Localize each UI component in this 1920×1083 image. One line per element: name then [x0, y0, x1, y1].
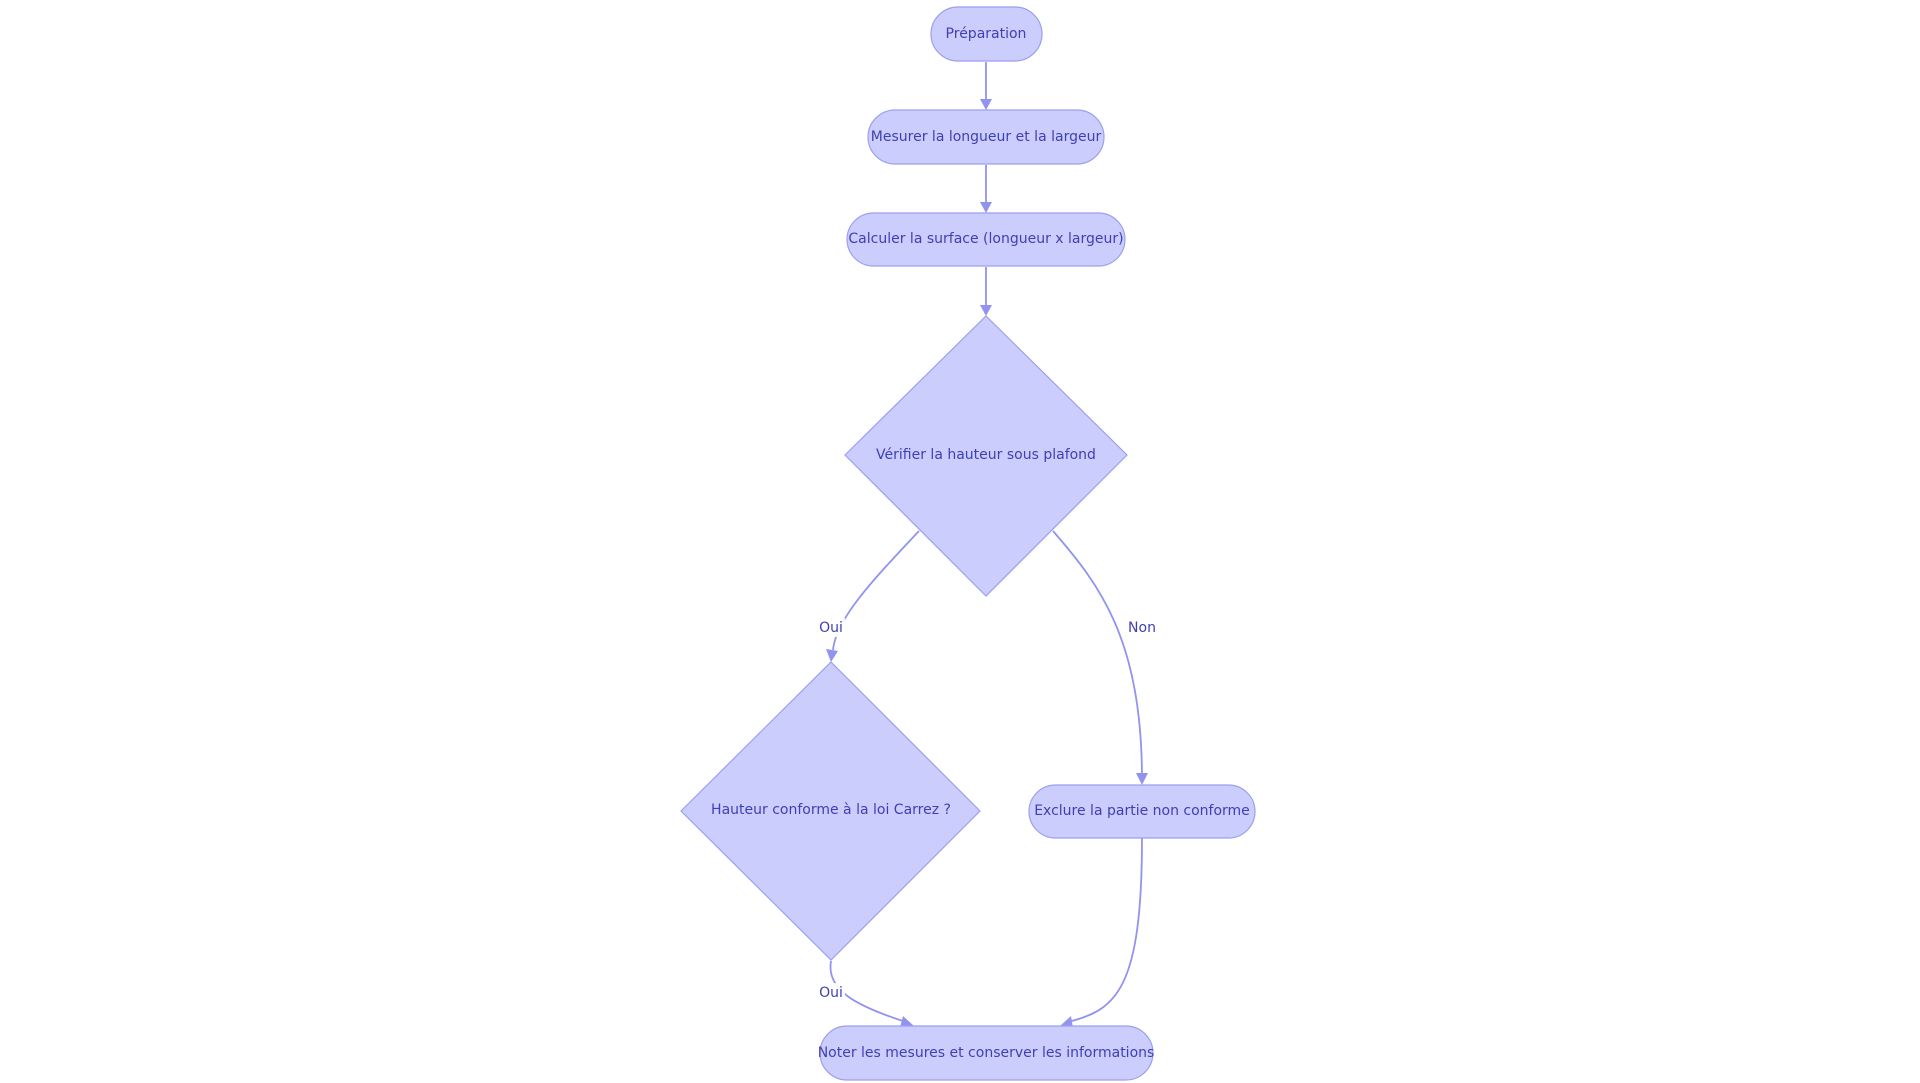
- arrow-head: [1136, 773, 1148, 785]
- node-record: Noter les mesures et conserver les infor…: [818, 1025, 1155, 1081]
- edge-compliant-to-record: [829, 960, 907, 1023]
- nodes: Préparation Mesurer la longueur et la la…: [680, 6, 1256, 1081]
- node-exclude: Exclure la partie non conforme: [1028, 784, 1256, 839]
- node-label: Hauteur conforme à la loi Carrez ?: [711, 802, 951, 818]
- edge-label-text: Non: [1128, 620, 1156, 636]
- arrow-head: [900, 1016, 914, 1028]
- node-label: Préparation: [946, 26, 1027, 42]
- edge-label-non: Non: [1126, 618, 1158, 637]
- arrow-head: [1060, 1016, 1073, 1028]
- edges: [826, 62, 1148, 1028]
- arrow-head: [980, 305, 992, 316]
- arrow-head: [826, 649, 838, 662]
- arrow-head: [980, 202, 992, 213]
- arrow-head: [980, 99, 992, 110]
- edge-label-oui-first: Oui: [817, 618, 845, 637]
- edge-label-text: Oui: [819, 985, 843, 1001]
- edge-exclude-to-record: [1067, 837, 1143, 1023]
- edge-check-to-compliant: [832, 530, 920, 651]
- node-label: Noter les mesures et conserver les infor…: [818, 1045, 1155, 1061]
- node-calculate: Calculer la surface (longueur x largeur): [846, 212, 1126, 267]
- node-label: Calculer la surface (longueur x largeur): [848, 231, 1123, 247]
- node-preparation: Préparation: [930, 6, 1043, 62]
- edge-labels: Oui Non Oui: [817, 618, 1158, 1002]
- node-label: Mesurer la longueur et la largeur: [871, 129, 1102, 145]
- node-label: Vérifier la hauteur sous plafond: [876, 447, 1096, 463]
- node-label: Exclure la partie non conforme: [1034, 803, 1250, 819]
- node-measure: Mesurer la longueur et la largeur: [867, 109, 1105, 165]
- edge-label-text: Oui: [819, 620, 843, 636]
- node-height-compliant: Hauteur conforme à la loi Carrez ?: [680, 661, 981, 961]
- edge-check-to-exclude: [1052, 530, 1143, 781]
- node-check-height: Vérifier la hauteur sous plafond: [844, 315, 1128, 597]
- edge-label-oui-second: Oui: [817, 983, 845, 1002]
